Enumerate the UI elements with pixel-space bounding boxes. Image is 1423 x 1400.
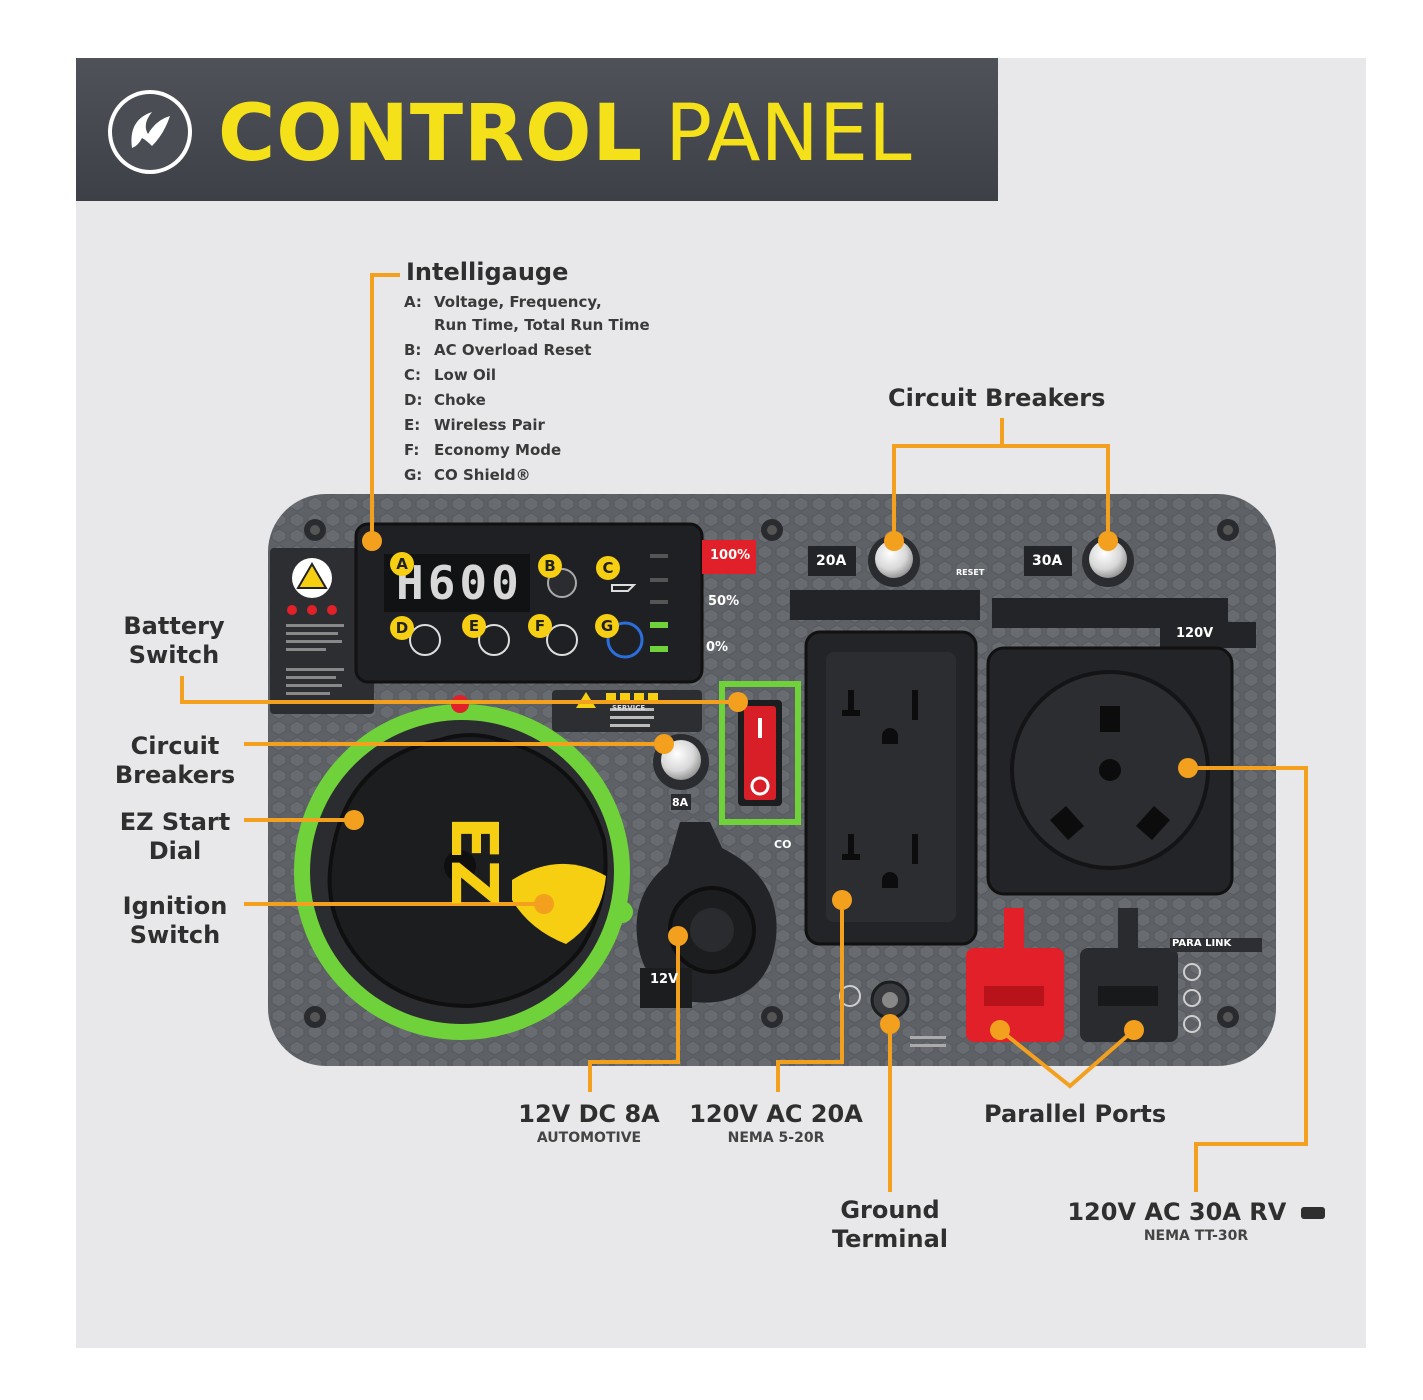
reset-label: RESET <box>956 568 985 577</box>
battery-switch <box>719 681 801 825</box>
legend-item: C: Low Oil <box>404 363 650 388</box>
callout-120v-ac-20a: 120V AC 20A NEMA 5-20R <box>684 1100 868 1147</box>
legend-item: E: Wireless Pair <box>404 413 650 438</box>
callout-title: 120V AC 20A <box>689 1100 863 1128</box>
outlet-30a-voltage-label: 120V <box>1176 626 1214 641</box>
callout-subtitle: NEMA TT-30R <box>1143 1228 1249 1244</box>
callout-line: Switch <box>129 921 221 949</box>
breaker-20a <box>808 535 920 587</box>
outlet-20a <box>790 590 980 946</box>
legend-key: D: <box>404 391 423 409</box>
breaker-20a-label: 20A <box>816 553 847 569</box>
intelligauge-legend: Intelligauge A: Voltage, Frequency, Run T… <box>404 258 650 488</box>
callout-subtitle: AUTOMOTIVE <box>536 1130 642 1146</box>
indicator-f: F <box>528 614 552 638</box>
legend-text: CO Shield® <box>434 466 531 484</box>
legend-text: Choke <box>434 391 486 409</box>
callout-line: Terminal <box>831 1225 949 1253</box>
legend-key: G: <box>404 466 423 484</box>
callout-ignition-switch: Ignition Switch <box>110 892 240 950</box>
ez-letters: EZ <box>436 816 510 907</box>
callout-title: 12V DC 8A <box>518 1100 660 1128</box>
callout-line: Circuit <box>130 732 220 760</box>
callout-ez-start-dial: EZ Start Dial <box>110 808 240 866</box>
callout-line: Switch <box>128 641 220 669</box>
legend-text: Low Oil <box>434 366 496 384</box>
callout-line: Breakers <box>114 761 236 789</box>
callout-12v-dc: 12V DC 8A AUTOMOTIVE <box>504 1100 674 1147</box>
lightning-swoosh-logo-icon <box>112 94 188 170</box>
load-mark-50: 50% <box>708 594 740 609</box>
legend-text: Wireless Pair <box>434 416 545 434</box>
legend-item: Run Time, Total Run Time <box>434 313 650 338</box>
leader-lines <box>180 273 1308 1192</box>
legend-text: Economy Mode <box>434 441 562 459</box>
callout-line: Ground <box>840 1196 940 1224</box>
indicator-b: B <box>538 554 562 578</box>
breaker-30a <box>1024 535 1134 587</box>
dc-12v-socket <box>636 822 777 1008</box>
leader-dots <box>344 531 1198 1040</box>
callout-parallel-ports: Parallel Ports <box>984 1100 1167 1128</box>
callout-subtitle: NEMA 5-20R <box>727 1130 825 1146</box>
callout-title: 120V AC 30A RV <box>1067 1198 1287 1226</box>
callout-circuit-breakers-left: Circuit Breakers <box>110 732 240 790</box>
callout-line: Dial <box>148 837 202 865</box>
display-reading: H600 <box>396 556 523 610</box>
legend-item: B: AC Overload Reset <box>404 338 650 363</box>
battery-warning-label <box>270 548 374 714</box>
indicator-c: C <box>596 556 620 580</box>
title-bold: CONTROL <box>218 89 644 179</box>
legend-item: F: Economy Mode <box>404 438 650 463</box>
breaker-8a-label: 8A <box>672 796 689 809</box>
callout-ground-terminal: Ground Terminal <box>822 1196 958 1254</box>
service-label: SERVICE <box>612 704 646 712</box>
callout-line: Ignition <box>122 892 228 920</box>
panel-screws <box>304 519 1239 1028</box>
callout-circuit-breakers-top: Circuit Breakers <box>888 384 1106 412</box>
intelligauge-title: Intelligauge <box>406 258 569 286</box>
dc-12v-label: 12V <box>650 972 679 987</box>
co-label: CO <box>774 838 792 851</box>
para-link-label: PARA LINK <box>1172 938 1232 949</box>
title-light: PANEL <box>665 89 912 179</box>
legend-key: E: <box>404 416 421 434</box>
parallel-ports <box>966 908 1262 1042</box>
rv-icon <box>1300 1207 1325 1219</box>
breaker-30a-label: 30A <box>1032 553 1063 569</box>
legend-text: Run Time, Total Run Time <box>434 316 650 334</box>
load-mark-0: 0% <box>706 640 729 655</box>
legend-key: F: <box>404 441 420 459</box>
callout-line: Battery <box>123 612 225 640</box>
callout-120v-ac-30a-rv: 120V AC 30A RV NEMA TT-30R <box>1062 1198 1330 1245</box>
indicator-a: A <box>390 552 414 576</box>
legend-key: B: <box>404 341 422 359</box>
legend-item: G: CO Shield® <box>404 463 650 488</box>
outlet-30a-rv <box>986 598 1256 896</box>
indicator-d: D <box>390 616 414 640</box>
legend-key: C: <box>404 366 422 384</box>
indicator-g: G <box>595 614 619 638</box>
ez-start-dial <box>294 695 633 1040</box>
header-band <box>76 58 998 201</box>
legend-text: Voltage, Frequency, <box>434 293 602 311</box>
load-mark-100: 100% <box>710 548 751 563</box>
callout-line: EZ Start <box>119 808 231 836</box>
legend-item: D: Choke <box>404 388 650 413</box>
legend-text: AC Overload Reset <box>434 341 592 359</box>
legend-key: A: <box>404 293 422 311</box>
indicator-e: E <box>462 614 486 638</box>
callout-battery-switch: Battery Switch <box>112 612 236 670</box>
brand-logo <box>108 90 192 174</box>
legend-item: A: Voltage, Frequency, <box>404 290 650 315</box>
